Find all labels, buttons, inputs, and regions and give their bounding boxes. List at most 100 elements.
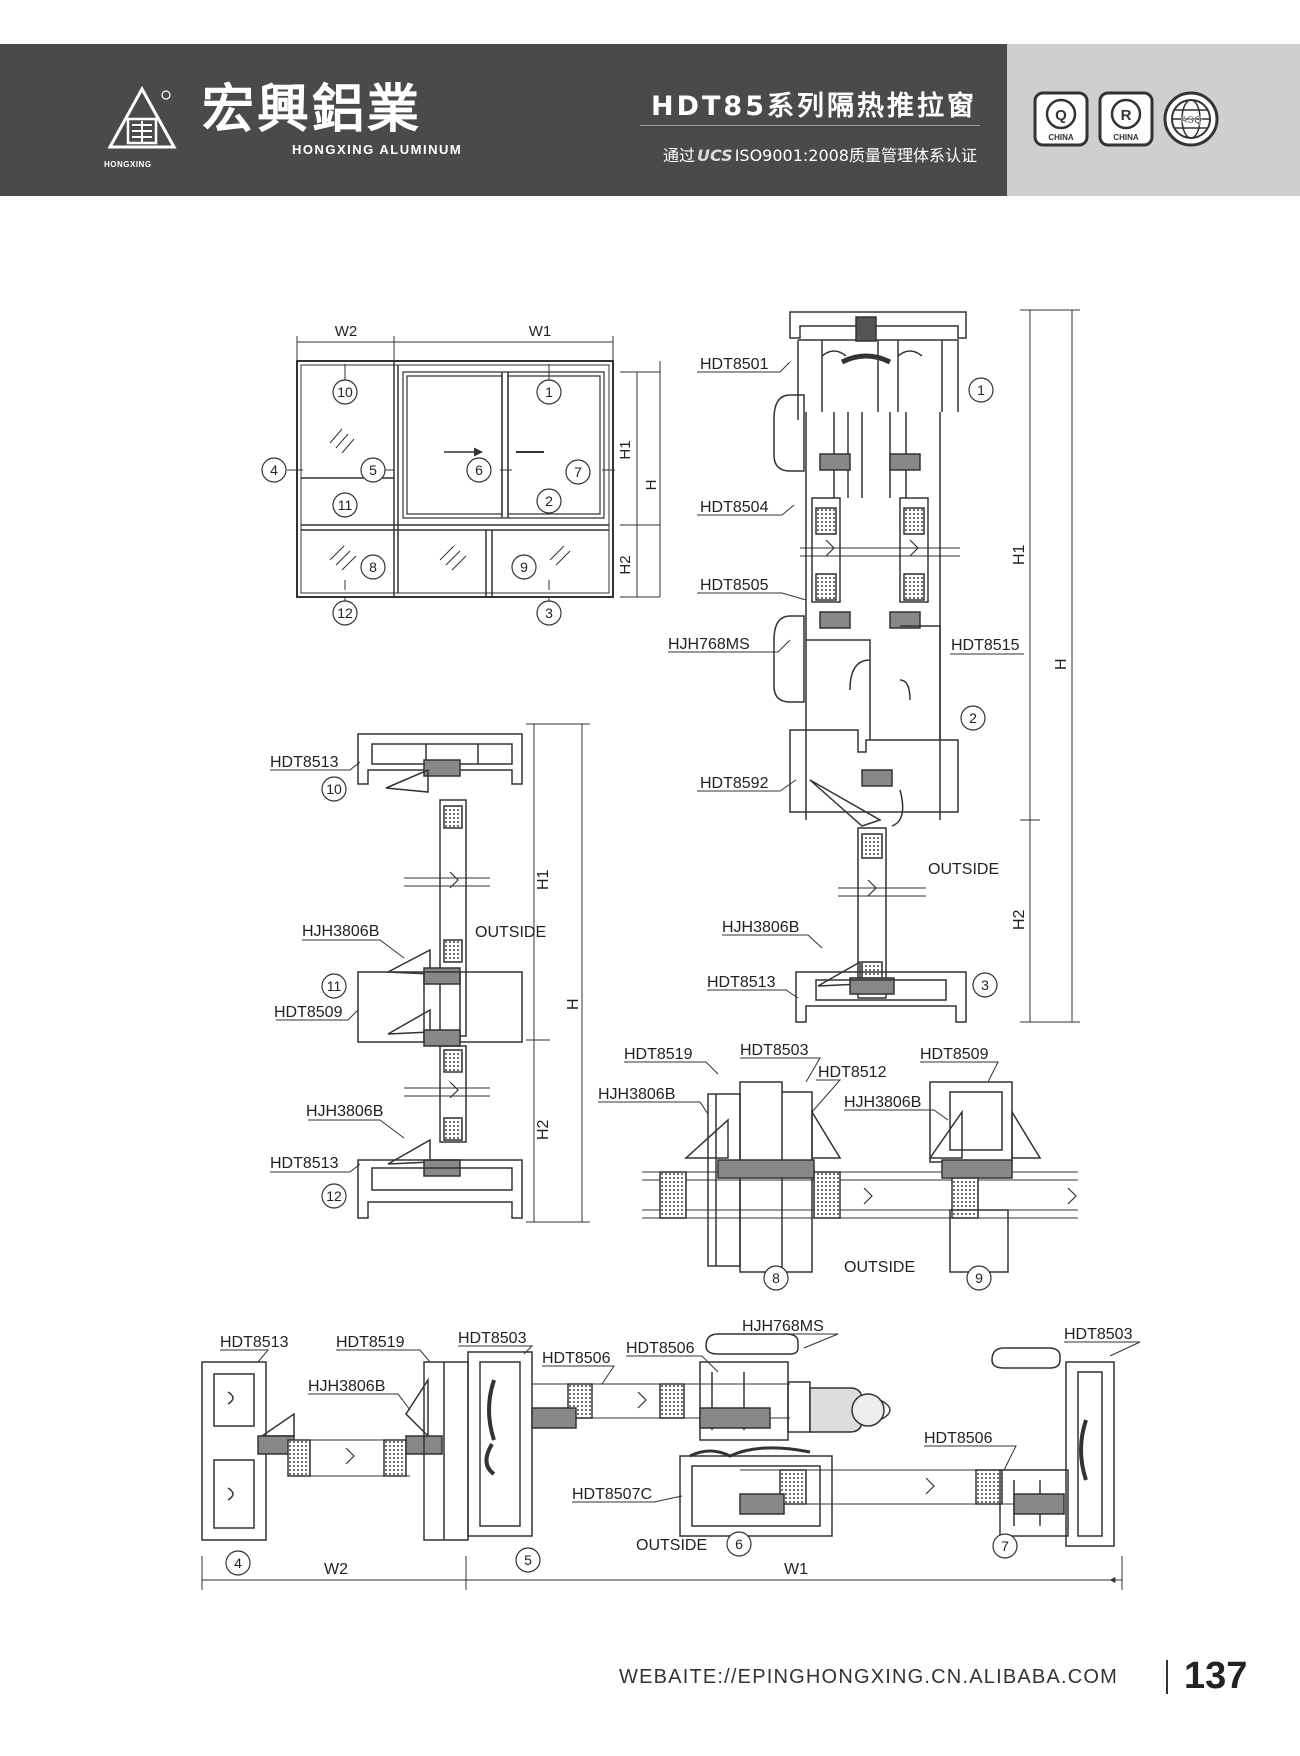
svg-text:5: 5 <box>369 462 377 478</box>
svg-text:12: 12 <box>326 1188 342 1204</box>
brand-name-cn: 宏興鋁業 <box>202 80 423 140</box>
label-hdt8513: HDT8513 <box>220 1334 289 1351</box>
svg-text:5: 5 <box>524 1552 532 1568</box>
horizontal-section-transom <box>598 1057 1078 1273</box>
badge-r-letter: R <box>1121 107 1132 124</box>
svg-text:3: 3 <box>545 605 553 621</box>
svg-text:3: 3 <box>981 977 989 993</box>
dim-h-label: H <box>565 998 582 1010</box>
callout-8: 8 <box>763 1265 789 1291</box>
horizontal-section-sliding-labels: HDT8513 HDT8519 HDT8503 HJH3806B HDT8506… <box>220 1318 1133 1578</box>
dim-h-label: H <box>1053 658 1070 670</box>
svg-text:10: 10 <box>326 781 342 797</box>
label-hjh3806b-left: HJH3806B <box>598 1086 675 1103</box>
svg-text:12: 12 <box>337 605 353 621</box>
label-hdt8506-b: HDT8506 <box>626 1340 695 1357</box>
dim-h2-label: H2 <box>1011 909 1028 930</box>
vertical-section-sliding-labels: HDT8501 HDT8504 HDT8505 HJH768MS HDT8515… <box>668 356 1070 991</box>
label-hjh768ms: HJH768MS <box>668 636 750 653</box>
label-hdt8506-a: HDT8506 <box>542 1350 611 1367</box>
badge-asq-caption: ASQ <box>1180 115 1202 126</box>
callout-3: 3 <box>536 600 562 626</box>
dim-h2-label: H2 <box>535 1119 552 1140</box>
svg-text:10: 10 <box>337 384 353 400</box>
callout-6: 6 <box>726 1531 752 1557</box>
vertical-section-fixed-callouts: 10 11 12 <box>321 776 347 1209</box>
dim-h1-label: H1 <box>617 440 634 459</box>
svg-text:2: 2 <box>969 710 977 726</box>
footer-url: WEBAITE://EPINGHONGXING.CN.ALIBABA.COM <box>619 1666 1119 1688</box>
page-header: HONGXING 宏興鋁業 HONGXING ALUMINUM HDT85系列隔… <box>0 44 1300 196</box>
svg-text:8: 8 <box>772 1270 780 1286</box>
callout-5: 5 <box>360 457 386 483</box>
callout-1: 1 <box>536 379 562 405</box>
callout-9: 9 <box>511 554 537 580</box>
callout-7: 7 <box>992 1533 1018 1559</box>
brand-name-en: HONGXING ALUMINUM <box>292 142 463 157</box>
cert-suffix: ISO9001:2008质量管理体系认证 <box>734 146 977 165</box>
svg-text:1: 1 <box>977 382 985 398</box>
svg-text:4: 4 <box>270 462 278 478</box>
svg-text:6: 6 <box>735 1536 743 1552</box>
page-number: 137 <box>1184 1655 1248 1697</box>
label-hjh3806b-upper: HJH3806B <box>302 923 379 940</box>
label-hjh3806b-lower: HJH3806B <box>306 1103 383 1120</box>
label-hdt8515: HDT8515 <box>951 637 1020 654</box>
callout-10: 10 <box>332 379 358 405</box>
svg-text:9: 9 <box>975 1270 983 1286</box>
horizontal-section-transom-labels: HDT8519 HDT8503 HDT8512 HJH3806B HDT8509… <box>598 1042 989 1276</box>
svg-text:2: 2 <box>545 493 553 509</box>
label-hdt8501: HDT8501 <box>700 356 769 373</box>
series-title: HDT85系列隔热推拉窗 <box>651 91 977 122</box>
asq-globe-badge-icon: ASQ <box>1163 91 1219 147</box>
callout-8: 8 <box>360 554 386 580</box>
logo-caption: HONGXING <box>104 160 152 169</box>
dim-h2-label: H2 <box>617 555 634 574</box>
callout-1: 1 <box>968 377 994 403</box>
label-hdt8509: HDT8509 <box>920 1046 989 1063</box>
callout-4: 4 <box>261 457 287 483</box>
svg-text:11: 11 <box>338 497 353 513</box>
callout-7: 7 <box>565 459 591 485</box>
label-hdt8507c: HDT8507C <box>572 1486 652 1503</box>
q-china-badge-icon: Q CHINA <box>1033 91 1089 147</box>
r-china-badge-icon: R CHINA <box>1098 91 1154 147</box>
dim-h-label: H <box>643 480 660 491</box>
callout-9: 9 <box>966 1265 992 1291</box>
label-hjh3806b-right: HJH3806B <box>844 1094 921 1111</box>
dim-w1-label: W1 <box>529 323 552 340</box>
svg-text:4: 4 <box>234 1555 242 1571</box>
label-hdt8513: HDT8513 <box>707 974 776 991</box>
dim-h1-label: H1 <box>1011 544 1028 565</box>
label-hdt8503-left: HDT8503 <box>458 1330 527 1347</box>
elevation-callouts: 10 1 4 5 6 7 11 2 8 9 12 3 <box>261 379 591 626</box>
label-hjh768ms: HJH768MS <box>742 1318 824 1335</box>
callout-11: 11 <box>332 492 358 518</box>
svg-text:6: 6 <box>475 462 483 478</box>
callout-2: 2 <box>960 705 986 731</box>
badge-q-caption: CHINA <box>1048 133 1074 142</box>
callout-12: 12 <box>321 1183 347 1209</box>
svg-text:8: 8 <box>369 559 377 575</box>
vertical-section-fixed-labels: HDT8513 HJH3806B HDT8509 HJH3806B HDT851… <box>270 754 582 1172</box>
svg-text:7: 7 <box>574 464 582 480</box>
callout-5: 5 <box>515 1547 541 1573</box>
callout-10: 10 <box>321 776 347 802</box>
label-hdt8592: HDT8592 <box>700 775 769 792</box>
svg-text:1: 1 <box>545 384 553 400</box>
label-hdt8504: HDT8504 <box>700 499 769 516</box>
callout-12: 12 <box>332 600 358 626</box>
dim-w1-label: W1 <box>784 1561 808 1578</box>
label-hdt8519: HDT8519 <box>336 1334 405 1351</box>
callout-2: 2 <box>536 488 562 514</box>
badge-r-caption: CHINA <box>1113 133 1139 142</box>
callout-3: 3 <box>972 972 998 998</box>
dim-w2-label: W2 <box>324 1561 348 1578</box>
badge-q-letter: Q <box>1055 107 1067 124</box>
label-hdt8503: HDT8503 <box>740 1042 809 1059</box>
label-hdt8506-c: HDT8506 <box>924 1430 993 1447</box>
certification-badges: Q CHINA R CHINA ASQ <box>1007 44 1300 196</box>
vertical-section-sliding-callouts: 1 2 3 <box>960 377 998 998</box>
dim-w2-label: W2 <box>335 323 358 340</box>
